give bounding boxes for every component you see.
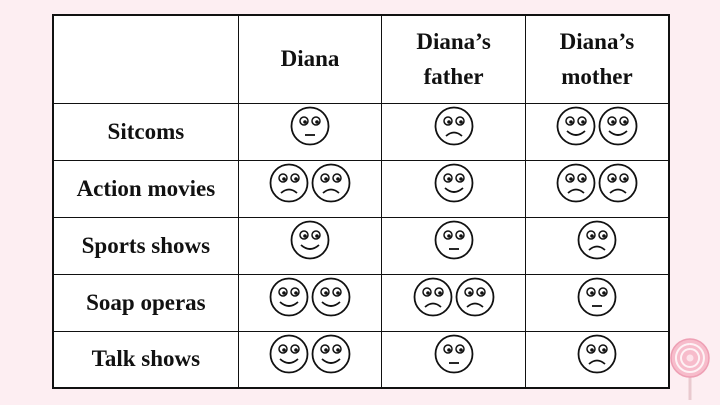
- happy-face-icon: [556, 106, 596, 146]
- face-group: [434, 163, 474, 203]
- face-group: [556, 163, 638, 203]
- cell-father: [381, 216, 526, 275]
- neutral-face-icon: [434, 334, 474, 374]
- face-group: [269, 334, 351, 374]
- happy-face-icon: [269, 334, 309, 374]
- face-group: [290, 106, 330, 146]
- cell-diana: [237, 330, 383, 389]
- sad-face-icon: [434, 106, 474, 146]
- happy-face-icon: [290, 220, 330, 260]
- sad-face-icon: [577, 334, 617, 374]
- face-group: [434, 106, 474, 146]
- sad-face-icon: [269, 163, 309, 203]
- table-row: Sports shows: [52, 216, 670, 275]
- sad-face-icon: [455, 277, 495, 317]
- cell-father: [381, 159, 526, 218]
- cell-diana: [237, 102, 383, 161]
- sad-face-icon: [311, 163, 351, 203]
- face-group: [434, 220, 474, 260]
- face-group: [413, 277, 495, 317]
- row-label: Soap operas: [52, 273, 239, 332]
- header-diana-father: Diana’s father: [381, 14, 526, 104]
- header-father-line1: Diana’s: [416, 28, 491, 54]
- header-mother-line1: Diana’s: [559, 28, 635, 54]
- cell-father: [381, 330, 526, 389]
- row-label: Sports shows: [52, 216, 239, 275]
- face-group: [556, 106, 638, 146]
- happy-face-icon: [434, 163, 474, 203]
- neutral-face-icon: [434, 220, 474, 260]
- row-label: Sitcoms: [52, 102, 239, 161]
- face-group: [577, 334, 617, 374]
- table-row: Talk shows: [52, 330, 670, 389]
- cell-father: [381, 102, 526, 161]
- happy-face-icon: [311, 277, 351, 317]
- header-diana-label: Diana: [280, 46, 340, 72]
- cell-father: [381, 273, 526, 332]
- sad-face-icon: [413, 277, 453, 317]
- lollipop-icon: [670, 338, 710, 400]
- happy-face-icon: [269, 277, 309, 317]
- cell-mother: [524, 102, 670, 161]
- header-diana: Diana: [237, 14, 383, 104]
- table-row: Soap operas: [52, 273, 670, 332]
- tv-preferences-table: Diana Diana’s father Diana’s mother Sitc…: [52, 14, 670, 389]
- header-row: Diana Diana’s father Diana’s mother: [52, 14, 670, 104]
- cell-diana: [237, 273, 383, 332]
- sad-face-icon: [598, 163, 638, 203]
- header-diana-mother: Diana’s mother: [524, 14, 670, 104]
- cell-diana: [237, 159, 383, 218]
- face-group: [290, 220, 330, 260]
- table-row: Action movies: [52, 159, 670, 218]
- cell-mother: [524, 330, 670, 389]
- sad-face-icon: [577, 220, 617, 260]
- cell-diana: [237, 216, 383, 275]
- cell-mother: [524, 273, 670, 332]
- cell-mother: [524, 216, 670, 275]
- neutral-face-icon: [290, 106, 330, 146]
- row-label: Talk shows: [52, 330, 239, 389]
- cell-mother: [524, 159, 670, 218]
- neutral-face-icon: [577, 277, 617, 317]
- header-father-line2: father: [423, 64, 484, 90]
- face-group: [269, 163, 351, 203]
- face-group: [434, 334, 474, 374]
- face-group: [577, 220, 617, 260]
- header-mother-line2: mother: [561, 64, 633, 90]
- happy-face-icon: [598, 106, 638, 146]
- sad-face-icon: [556, 163, 596, 203]
- face-group: [577, 277, 617, 317]
- face-group: [269, 277, 351, 317]
- happy-face-icon: [311, 334, 351, 374]
- row-label: Action movies: [52, 159, 239, 218]
- table-row: Sitcoms: [52, 102, 670, 161]
- header-blank-cell: [52, 14, 239, 104]
